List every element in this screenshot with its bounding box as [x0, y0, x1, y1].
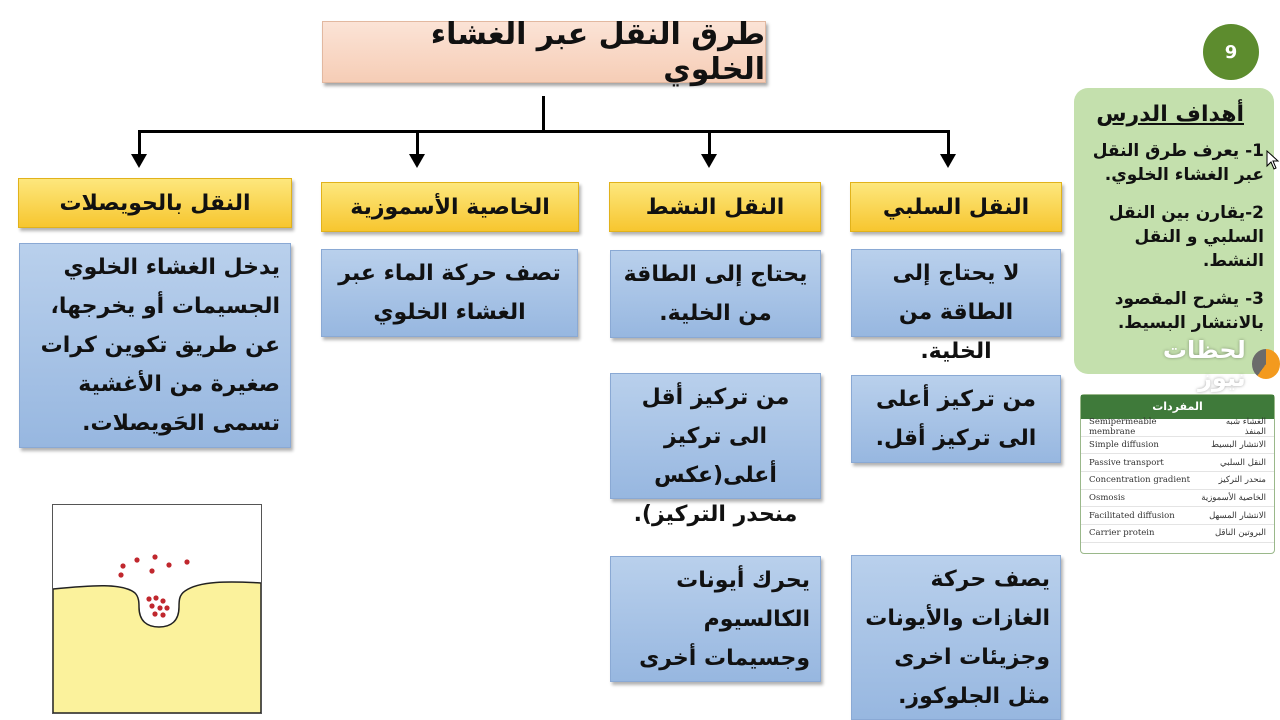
drop-line-4: [138, 130, 141, 155]
vocab-term-en: Carrier protein: [1089, 528, 1155, 539]
particle: [160, 598, 166, 604]
vocab-term-ar: البروتين الناقل: [1214, 528, 1266, 539]
particles: [118, 554, 190, 618]
particle: [164, 605, 170, 611]
particle: [184, 559, 190, 565]
particle: [120, 563, 126, 569]
passive-gradient-box: من تركيز أعلى الى تركيز أقل.: [851, 375, 1061, 463]
endocytosis-figure: [52, 554, 262, 714]
vocab-term-ar: الانتشار المسهل: [1209, 510, 1266, 521]
active-gradient-box: من تركيز أقل الى تركيز أعلى(عكس منحدر ال…: [610, 373, 821, 527]
passive-examples-box: يصف حركة الغازات والأيونات وجزيئات اخرى …: [851, 555, 1061, 720]
header-vesicle-transport: النقل بالحويصلات: [18, 178, 292, 228]
vocab-row: Facilitated diffusion الانتشار المسهل: [1081, 507, 1274, 526]
vocab-term-ar: الانتشار البسيط: [1211, 440, 1266, 451]
particle: [149, 568, 155, 574]
branch-line: [138, 130, 950, 133]
vocab-row: Concentration gradient منحدر التركيز: [1081, 472, 1274, 490]
watermark-text: لحظات نيوز: [1162, 336, 1246, 392]
vocab-row: Osmosis الخاصية الأسموزية: [1081, 490, 1274, 508]
vocab-row: Semipermeable membrane الغشاء شبه المنفذ: [1081, 417, 1274, 438]
vocab-term-ar: الخاصية الأسموزية: [1201, 493, 1266, 504]
arrow-head-icon: [131, 154, 147, 168]
osmosis-description-box: تصف حركة الماء عبر الغشاء الخلوي: [321, 249, 578, 337]
vocab-term-ar: الغشاء شبه المنفذ: [1225, 417, 1266, 438]
watermark-logo-icon: [1251, 349, 1280, 379]
particle: [152, 554, 158, 560]
particle: [166, 562, 172, 568]
header-active-transport: النقل النشط: [609, 182, 821, 232]
vocab-term-en: Facilitated diffusion: [1089, 510, 1175, 521]
arrow-head-icon: [940, 154, 956, 168]
passive-energy-box: لا يحتاج إلى الطاقة من الخلية.: [851, 249, 1061, 364]
particle: [152, 611, 158, 617]
drop-line-1: [947, 130, 950, 155]
goal-item: 3- يشرح المقصود بالانتشار البسيط.: [1114, 289, 1264, 333]
vocab-row: Passive transport النقل السلبي: [1081, 454, 1274, 473]
particle: [149, 603, 155, 609]
drop-line-3: [416, 130, 419, 155]
particle: [134, 557, 140, 563]
goal-item: 1- يعرف طرق النقل عبر الغشاء الخلوي.: [1092, 141, 1264, 185]
slide-number-badge: 9: [1203, 24, 1259, 80]
particle: [118, 572, 124, 578]
particle: [153, 595, 159, 601]
vocab-term-en: Concentration gradient: [1089, 475, 1190, 486]
goals-title: أهداف الدرس: [1096, 102, 1244, 127]
arrow-head-icon: [701, 154, 717, 168]
vocab-term-en: Passive transport: [1089, 457, 1164, 468]
vocab-term-en: Osmosis: [1089, 493, 1125, 504]
vocab-term-en: Semipermeable membrane: [1089, 417, 1157, 438]
active-energy-box: يحتاج إلى الطاقة من الخلية.: [610, 250, 821, 338]
vocab-term-ar: منحدر التركيز: [1218, 475, 1266, 486]
goal-item: 2-يقارن بين النقل السلبي و النقل النشط.: [1108, 203, 1264, 271]
vocab-term-en: Simple diffusion: [1089, 440, 1159, 451]
title-stem-line: [542, 96, 545, 132]
endocytosis-illustration: [52, 504, 262, 714]
header-passive-transport: النقل السلبي: [850, 182, 1062, 232]
vocab-term-ar: النقل السلبي: [1220, 457, 1266, 468]
lesson-goals-panel: أهداف الدرس 1- يعرف طرق النقل عبر الغشاء…: [1074, 88, 1274, 374]
particle: [157, 605, 163, 611]
active-examples-box: يحرك أيونات الكالسيوم وجسيمات أخرى: [610, 556, 821, 682]
cell-membrane: [52, 581, 262, 714]
header-osmosis: الخاصية الأسموزية: [321, 182, 579, 232]
diagram-title: طرق النقل عبر الغشاء الخلوي: [322, 17, 766, 87]
mouse-cursor-icon: [1266, 150, 1280, 170]
arrow-head-icon: [409, 154, 425, 168]
drop-line-2: [708, 130, 711, 155]
vocabulary-title: المفردات: [1081, 395, 1274, 419]
vocab-row: Simple diffusion الانتشار البسيط: [1081, 437, 1274, 455]
vocabulary-card: المفردات Semipermeable membrane الغشاء ش…: [1080, 394, 1275, 554]
watermark: لحظات نيوز: [1115, 336, 1280, 392]
particle: [160, 612, 166, 618]
vesicle-description-box: يدخل الغشاء الخلوي الجسيمات أو يخرجها، ع…: [19, 243, 291, 448]
particle: [146, 596, 152, 602]
vocab-row: Carrier protein البروتين الناقل: [1081, 525, 1274, 543]
